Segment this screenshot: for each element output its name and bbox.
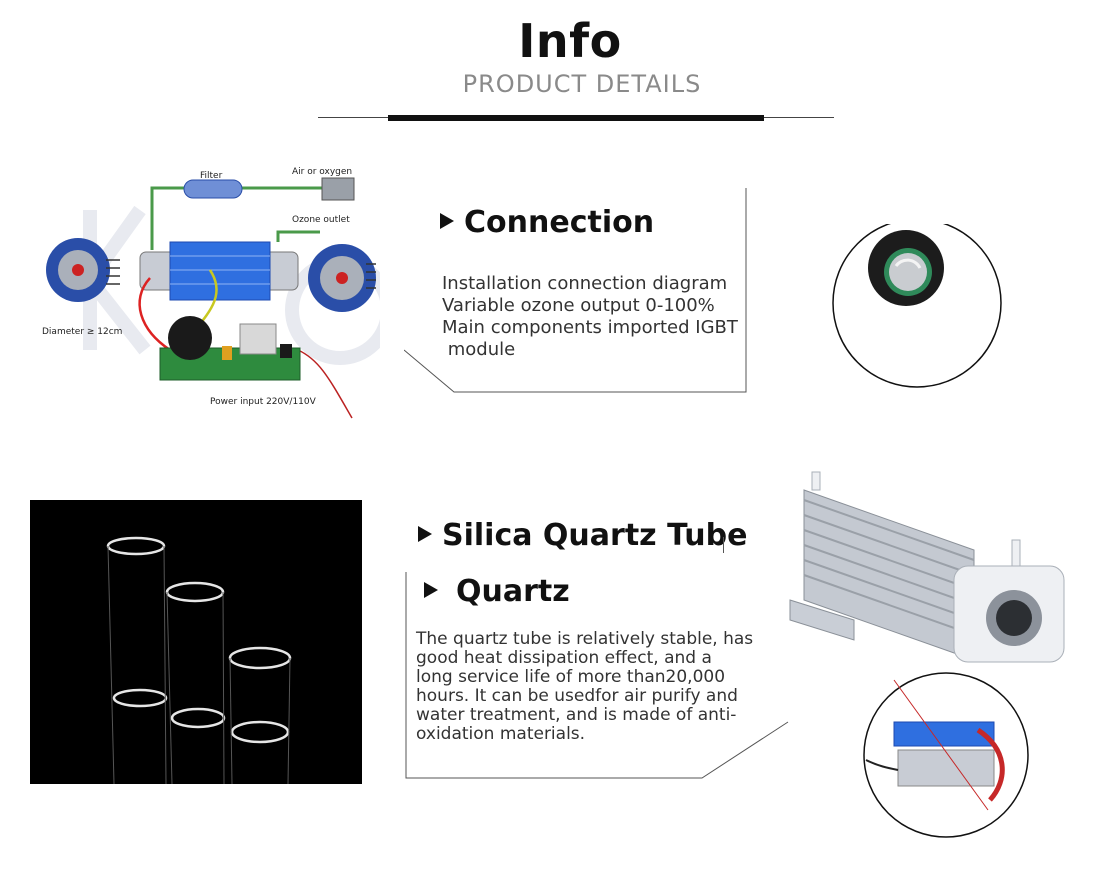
- filter-label: Filter: [200, 171, 223, 181]
- quartz-tube-image: [30, 500, 362, 784]
- quartz-subheading: Quartz: [424, 574, 570, 609]
- text-cursor: [723, 537, 724, 553]
- connection-heading: Connection: [440, 205, 654, 240]
- divider-thick: [388, 115, 764, 121]
- connection-diagram-image: Filter Air or oxygen Ozone outlet Diamet…: [42, 167, 380, 419]
- arrow-right-icon: [440, 212, 454, 229]
- diameter-label: Diameter ≥ 12cm: [42, 327, 122, 337]
- quartz-heading: Silica Quartz Tube: [418, 518, 747, 553]
- page-title: Info: [518, 14, 622, 68]
- air-oxygen-label: Air or oxygen: [292, 167, 352, 177]
- page-subtitle: PRODUCT DETAILS: [462, 70, 702, 98]
- arrow-right-icon: [418, 525, 432, 542]
- ceramic-plate-image: [863, 672, 1029, 838]
- power-input-label: Power input 220V/110V: [210, 397, 317, 407]
- ozone-outlet-label: Ozone outlet: [292, 215, 350, 225]
- connection-frame: [404, 188, 747, 393]
- quartz-frame: [405, 572, 789, 779]
- connection-text: Installation connection diagram Variable…: [442, 273, 738, 360]
- knob-closeup-image: [830, 216, 1004, 388]
- quartz-text: The quartz tube is relatively stable, ha…: [416, 629, 754, 744]
- arrow-right-icon: [424, 581, 438, 598]
- ozone-cell-image: [789, 471, 1065, 663]
